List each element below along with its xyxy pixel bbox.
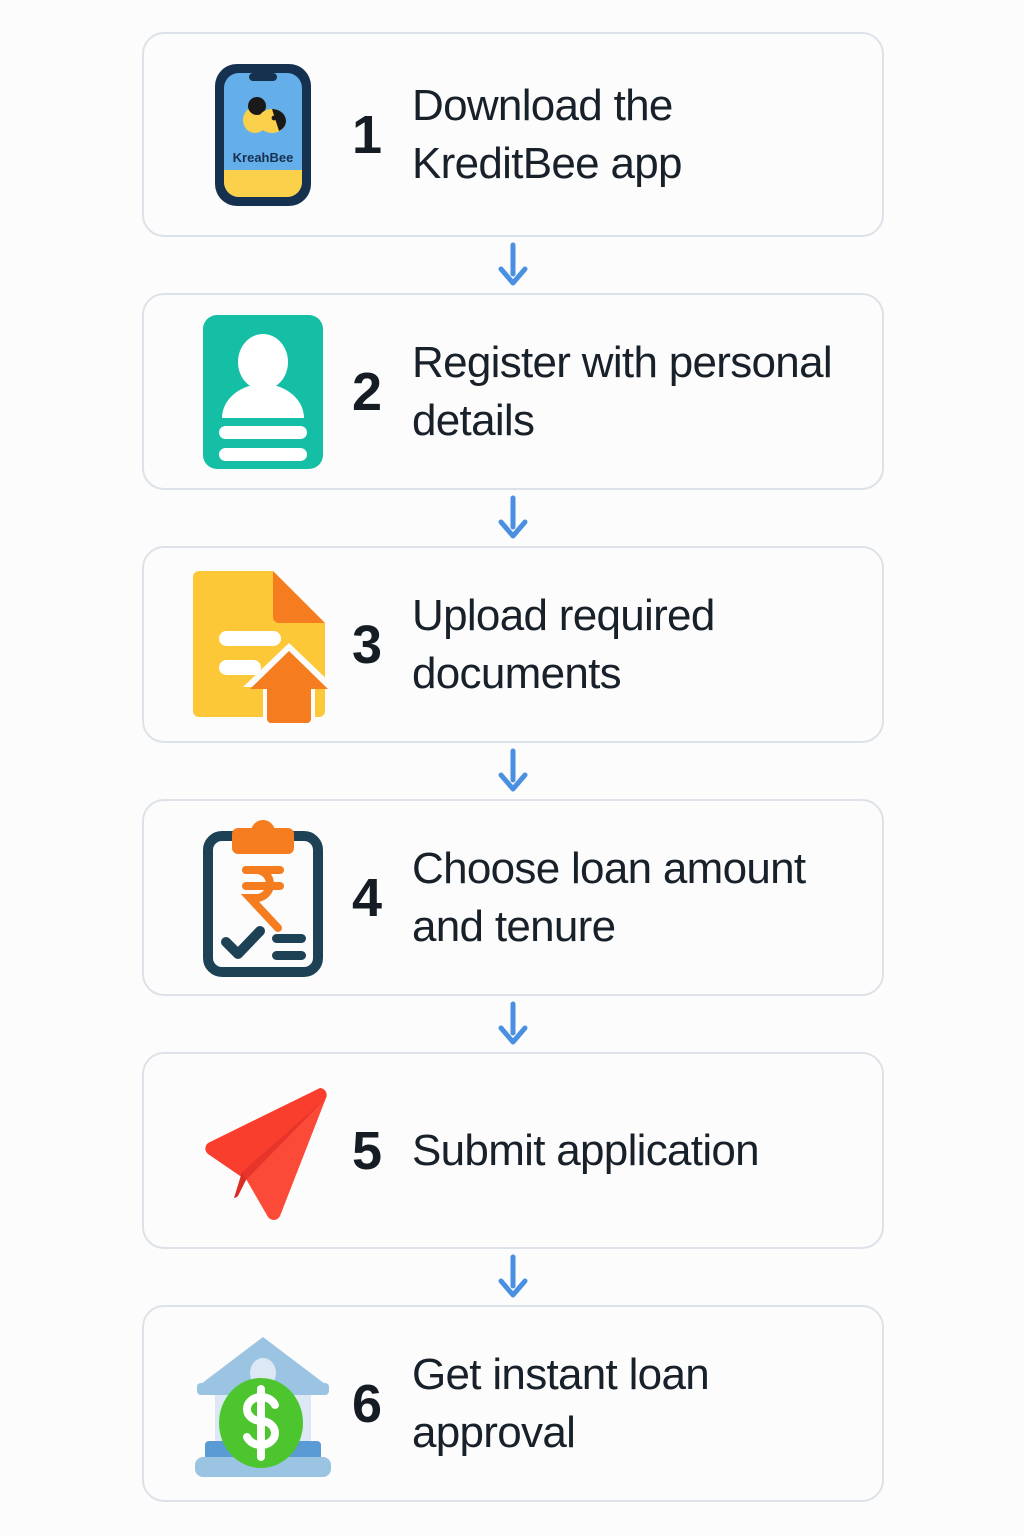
step-card-3[interactable]: 3 Upload required documents xyxy=(142,546,884,743)
step-number-4: 4 xyxy=(352,867,382,928)
step-card-1[interactable]: KreahBee 1 Download the KreditBee app xyxy=(142,32,884,237)
connector-5-to-6 xyxy=(142,1249,884,1305)
steps-flowchart: KreahBee 1 Download the KreditBee app 2 … xyxy=(142,32,884,1502)
connector-4-to-5 xyxy=(142,996,884,1052)
step-card-2[interactable]: 2 Register with personal details xyxy=(142,293,884,490)
step-number-3: 3 xyxy=(352,614,382,675)
step-label-6: Get instant loan approval xyxy=(412,1349,710,1457)
bank-dollar-icon xyxy=(188,1329,338,1479)
phone-app-name: KreahBee xyxy=(233,150,294,165)
step-card-6[interactable]: 6 Get instant loan approval xyxy=(142,1305,884,1502)
step-number-5: 5 xyxy=(352,1120,382,1181)
arrow-down-icon xyxy=(498,1001,528,1045)
smartphone-app-icon: KreahBee xyxy=(188,60,338,210)
clipboard-rupee-icon xyxy=(188,819,338,977)
connector-2-to-3 xyxy=(142,490,884,546)
arrow-down-icon xyxy=(498,495,528,539)
step-label-4: Choose loan amount and tenure xyxy=(412,843,806,951)
connector-1-to-2 xyxy=(142,237,884,293)
step-number-6: 6 xyxy=(352,1373,382,1434)
arrow-down-icon xyxy=(498,1254,528,1298)
step-label-1: Download the KreditBee app xyxy=(412,80,682,188)
step-card-4[interactable]: 4 Choose loan amount and tenure xyxy=(142,799,884,996)
step-label-5: Submit application xyxy=(412,1125,760,1175)
step-number-2: 2 xyxy=(352,361,382,422)
step-label-2: Register with personal details xyxy=(412,337,833,445)
step-label-3: Upload required documents xyxy=(412,590,715,698)
step-card-5[interactable]: 5 Submit application xyxy=(142,1052,884,1249)
paper-plane-icon xyxy=(188,1076,338,1226)
arrow-down-icon xyxy=(498,748,528,792)
id-card-person-icon xyxy=(188,314,338,469)
step-number-1: 1 xyxy=(352,104,382,165)
document-upload-icon xyxy=(188,570,338,723)
arrow-down-icon xyxy=(498,242,528,286)
connector-3-to-4 xyxy=(142,743,884,799)
